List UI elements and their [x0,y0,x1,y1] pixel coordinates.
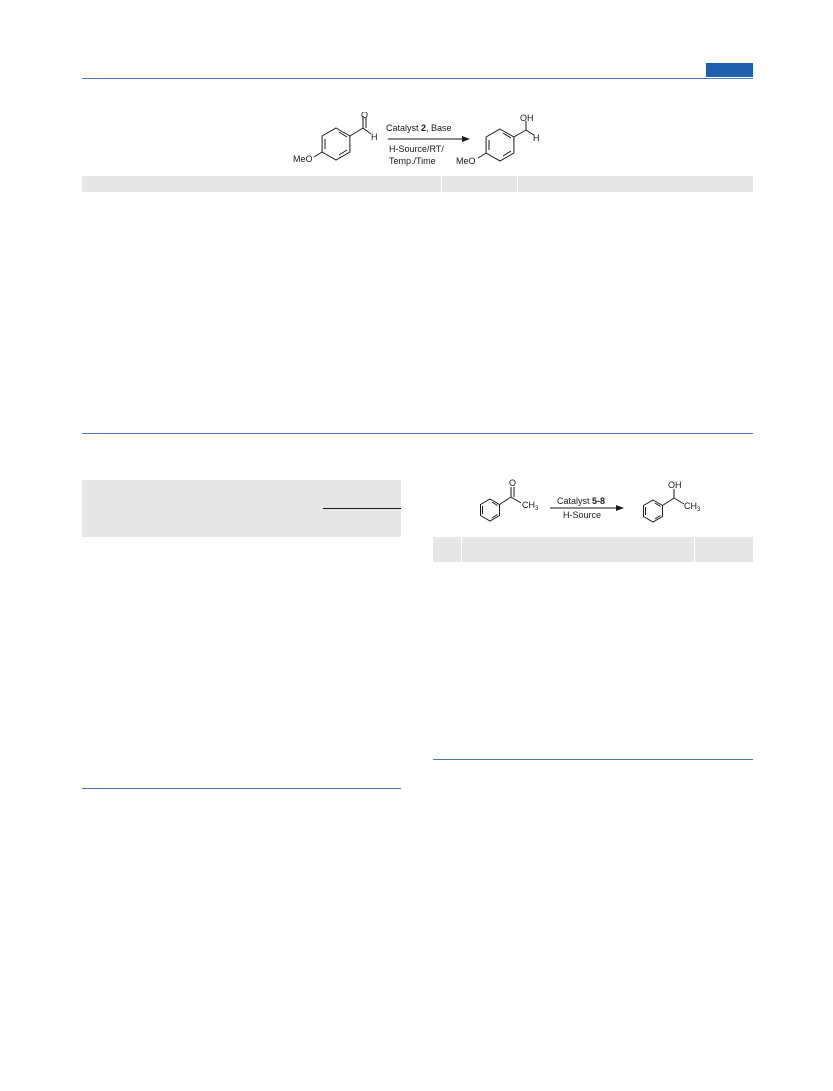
reaction-scheme-1: O H MeO Catalyst 2, Base H-Source/RT/ Te… [293,112,540,166]
scheme2-product-methyl: CH3 [684,501,701,513]
arrow-head-icon [616,505,624,511]
scheme2-carbonyl-o: O [509,478,516,488]
table2-bottom-rule [82,788,401,789]
scheme1-product-oh: OH [520,113,534,123]
scheme1-carbonyl-o: O [361,112,368,120]
scheme1-reagent-top: Catalyst 2, Base [386,123,452,133]
scheme1-product-h: H [533,133,540,143]
scheme1-meo-right: MeO [456,156,476,166]
scheme2-methyl: CH3 [522,500,539,512]
scheme2-product-oh: OH [668,480,682,490]
scheme2-reagent-top: Catalyst 5-8 [557,496,605,506]
scheme1-meo-left: MeO [293,154,313,164]
table3-header-bar [433,537,753,562]
table1-bottom-rule [82,433,753,434]
table1-header-bar [82,176,753,192]
scheme1-aldehyde-h: H [371,132,378,142]
table3-bottom-rule [433,759,753,760]
table3-header-separator [461,537,462,562]
arrow-head-icon [462,136,470,142]
table1-header-separator [517,176,518,192]
table2-header-subrule [323,508,401,509]
reaction-scheme-2: O CH3 Catalyst 5-8 H-Source OH CH3 [480,478,701,523]
header-rule [82,78,753,79]
table1-header-separator [441,176,442,192]
table3-header-separator [694,537,695,562]
scheme1-reagent-bottom-1: H-Source/RT/ [389,144,444,154]
scheme1-reagent-bottom-2: Temp./Time [389,156,436,166]
header-accent-block [706,63,753,77]
scheme2-reagent-bottom: H-Source [563,510,601,520]
